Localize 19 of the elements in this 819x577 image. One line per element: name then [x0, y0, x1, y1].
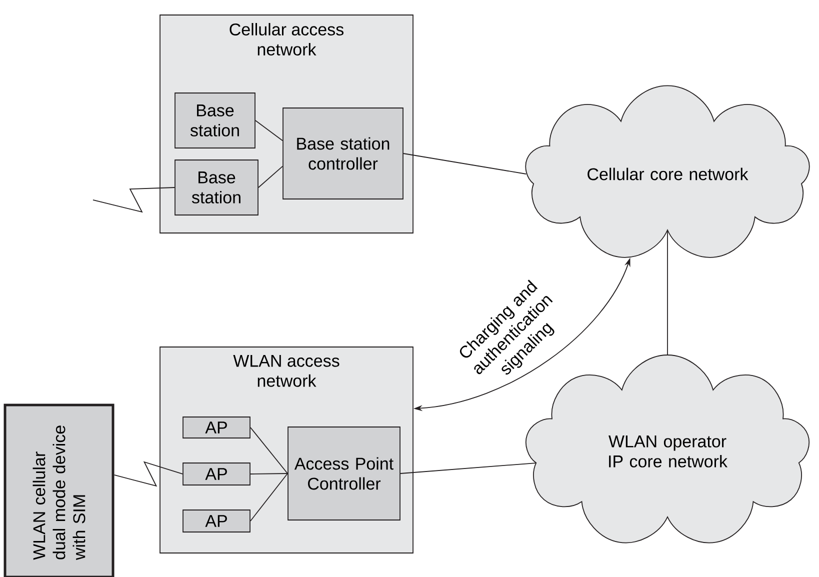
connector-line: [250, 473, 288, 522]
connector-line: [250, 427, 288, 474]
connector-line: [258, 166, 283, 188]
equipment-box: Access Point Controller: [288, 426, 400, 520]
access-point-box: AP: [182, 462, 250, 486]
equipment-box: Base station controller: [282, 108, 404, 200]
access-point-box: AP: [182, 510, 250, 532]
connector-line: [403, 153, 527, 174]
network-cloud: Cellular core network: [525, 85, 810, 258]
connector-line: [400, 462, 536, 474]
equipment-box: Base station: [174, 160, 258, 216]
equipment-box: Base station: [174, 92, 256, 148]
access-point-box: AP: [182, 416, 250, 438]
radio-link: [114, 461, 183, 487]
radio-link: [92, 187, 175, 213]
network-cloud: WLAN operator IP core network: [525, 354, 810, 544]
device-box: WLAN cellular dual mode device with SIM: [4, 404, 114, 577]
connector-line: [255, 120, 283, 142]
connector-line: [250, 473, 288, 474]
